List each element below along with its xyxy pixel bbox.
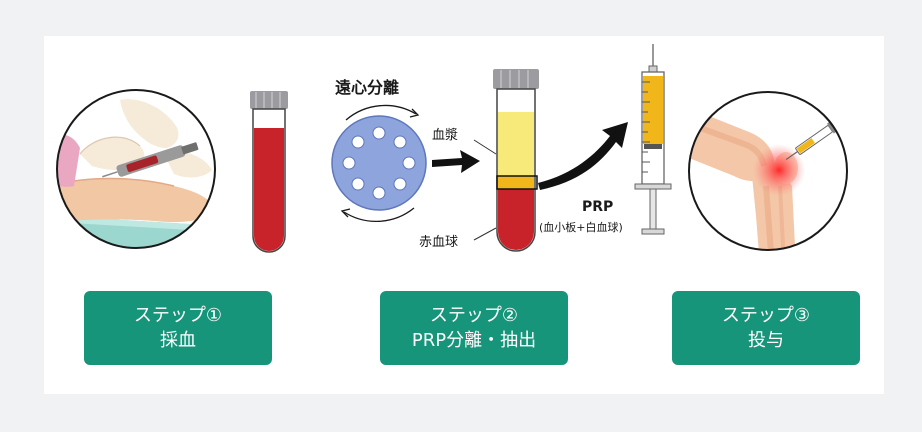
- illustration: [56, 44, 848, 253]
- red-cells-label: 赤血球: [419, 235, 459, 250]
- blood-tube: [250, 91, 288, 253]
- arrow-right-icon: [432, 150, 480, 173]
- prp-note-label: (血小板+白血球): [539, 221, 623, 234]
- separated-tube: [473, 69, 539, 252]
- centrifuge-rotor: [331, 104, 427, 222]
- step-2-title: ステップ②: [429, 305, 519, 326]
- step-3-subtitle: 投与: [748, 330, 784, 351]
- step-3-box: ステップ③ 投与: [672, 291, 860, 365]
- step-1-subtitle: 採血: [160, 330, 196, 351]
- centrifuge-label: 遠心分離: [335, 78, 400, 97]
- prp-label: PRP: [582, 199, 614, 215]
- step-1-box: ステップ① 採血: [84, 291, 272, 365]
- curved-arrow-icon: [538, 122, 628, 190]
- figure-panel: 遠心分離 血漿 赤血球 PRP (血小板+白血球) ステップ① 採血 ステップ②…: [44, 36, 884, 394]
- knee-injection-illustration: [688, 91, 848, 251]
- blood-draw-illustration: [56, 89, 216, 249]
- step-3-title: ステップ③: [721, 305, 811, 326]
- step-2-subtitle: PRP分離・抽出: [411, 330, 537, 351]
- step-2-box: ステップ② PRP分離・抽出: [380, 291, 568, 365]
- step-1-title: ステップ①: [133, 305, 223, 326]
- prp-syringe: [634, 44, 672, 235]
- plasma-label: 血漿: [432, 128, 459, 143]
